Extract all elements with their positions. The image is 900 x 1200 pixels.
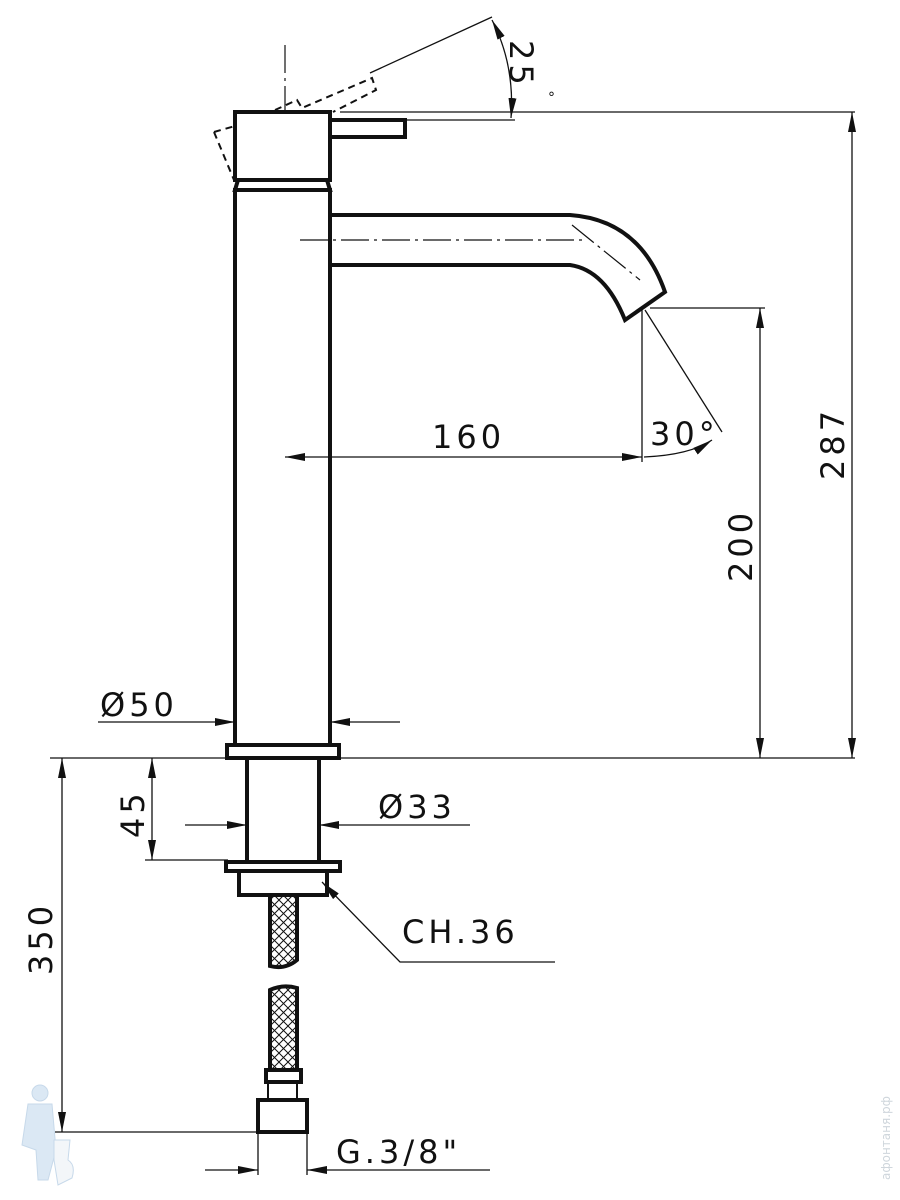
degree-sign: ° [548, 90, 559, 106]
lever-angle-label: 25 [502, 40, 540, 89]
hose-length-label: 350 [22, 902, 60, 975]
shank-diameter-label: Ø33 [378, 788, 456, 826]
column [233, 188, 332, 747]
base-diameter-label: Ø50 [100, 686, 178, 724]
lever-open-position [213, 76, 378, 181]
dim-shank-diameter: Ø33 [185, 788, 470, 829]
plumber-logo [21, 1084, 74, 1186]
watermark-text: афонтаня.рф [879, 1096, 893, 1180]
shank [245, 756, 321, 864]
dim-nut-size: CH.36 [321, 881, 555, 963]
spout-height-label: 200 [722, 509, 760, 582]
dim-spout-height: 200 [650, 307, 765, 758]
handle-cap [233, 110, 332, 182]
dim-total-height: 287 [814, 112, 856, 758]
thread-label: G.3/8" [336, 1133, 461, 1171]
dim-thread: G.3/8" [205, 1132, 490, 1175]
hose-upper [268, 893, 299, 970]
lever-handle [328, 118, 407, 139]
spout-angle-label: 30° [650, 415, 719, 453]
nut-size-label: CH.36 [402, 913, 519, 951]
dim-spout-reach: 160 30° [285, 309, 723, 462]
dim-base-diameter: Ø50 [98, 686, 400, 726]
total-height-label: 287 [814, 407, 852, 480]
hose-ferrule [264, 1068, 303, 1084]
shank-length-label: 45 [114, 789, 152, 838]
spout [323, 213, 668, 324]
hose-fitting-nut [256, 1098, 309, 1134]
dim-hose-length: 350 [22, 758, 258, 1133]
mounting-nut [237, 869, 329, 897]
faucet-body [224, 110, 668, 1134]
hose-lower [268, 984, 299, 1072]
dim-shank-length: 45 [114, 758, 228, 861]
spout-reach-label: 160 [432, 418, 505, 456]
dim-lever-angle: 25 ° [340, 16, 855, 121]
